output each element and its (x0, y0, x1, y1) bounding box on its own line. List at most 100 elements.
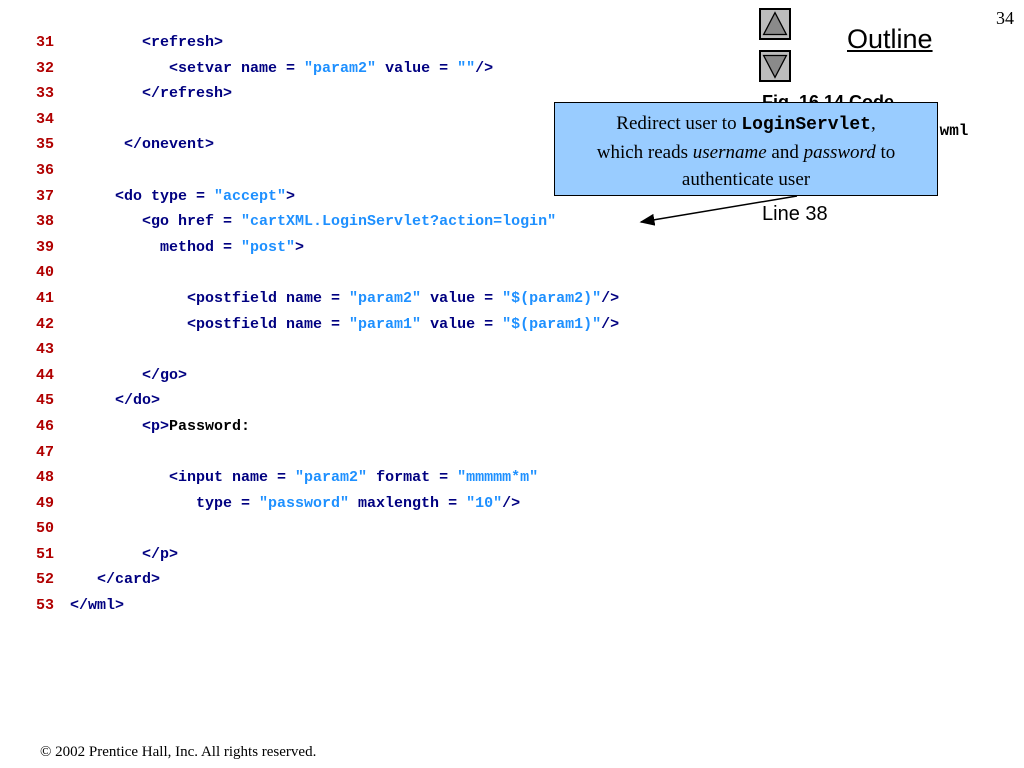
code-text: </p> (70, 545, 179, 563)
line-reference: Line 38 (762, 203, 828, 225)
code-text: <do type = (70, 187, 215, 205)
outline-up-button[interactable] (759, 8, 791, 40)
code-text: /> (601, 315, 620, 333)
callout-emphasis: password (803, 142, 876, 163)
code-text: "post" (241, 238, 296, 256)
page-number: 34 (996, 8, 1014, 28)
code-line: 46 <p>Password: (36, 414, 619, 440)
outline-link[interactable]: Outline (847, 24, 933, 54)
code-text: format = (367, 469, 458, 487)
code-text: "10" (466, 494, 503, 512)
code-text: <go href = (70, 213, 242, 231)
code-line: 47 (36, 440, 619, 466)
code-text: </onevent> (70, 136, 215, 154)
code-text: <refresh> (70, 34, 224, 51)
line-number: 50 (36, 520, 55, 538)
code-text: value = (421, 289, 503, 307)
code-line: 33 </refresh> (36, 81, 619, 107)
line-number: 42 (36, 315, 55, 333)
line-number: 43 (36, 341, 55, 359)
code-line: 40 (36, 260, 619, 286)
code-text: /> (502, 494, 521, 512)
code-text: <input name = (70, 469, 296, 487)
line-number: 46 (36, 417, 55, 435)
code-line: 48 <input name = "param2" format = "mmmm… (36, 465, 619, 491)
code-text: </do> (70, 392, 161, 410)
code-text: "param2" (295, 469, 368, 487)
code-text: </card> (70, 571, 161, 589)
code-text: Password: (169, 417, 251, 435)
code-text: method = (70, 238, 242, 256)
code-line: 44 </go> (36, 363, 619, 389)
triangle-down-icon (762, 54, 788, 79)
line-number: 41 (36, 289, 55, 307)
code-line: 52 </card> (36, 567, 619, 593)
callout-class-name: LoginServlet (741, 115, 871, 135)
callout-line-3: authenticate user (681, 169, 811, 190)
line-number: 47 (36, 443, 55, 461)
code-text: "" (457, 59, 476, 77)
line-number: 40 (36, 264, 55, 282)
code-line: 36 (36, 158, 619, 184)
code-text: <postfield name = (70, 315, 350, 333)
code-text: "$(param2)" (502, 289, 602, 307)
code-text: /> (601, 289, 620, 307)
code-text: type = (70, 494, 260, 512)
line-number: 31 (36, 34, 55, 51)
code-text: maxlength = (349, 494, 467, 512)
code-text: value = (376, 59, 458, 77)
line-number: 33 (36, 85, 55, 103)
code-text: > (295, 238, 305, 256)
outline-down-button[interactable] (759, 50, 791, 82)
callout-text: and (766, 142, 804, 163)
code-text: </refresh> (70, 85, 233, 103)
callout-text: Redirect user to (616, 113, 742, 134)
code-line: 50 (36, 516, 619, 542)
line-number: 32 (36, 59, 55, 77)
code-text: </wml> (70, 597, 125, 615)
line-number: 36 (36, 161, 55, 179)
code-line: 45 </do> (36, 388, 619, 414)
code-listing: 31 <refresh> 32 <setvar name = "param2" v… (36, 30, 619, 619)
code-text: <postfield name = (70, 289, 350, 307)
code-line: 39 method = "post"> (36, 235, 619, 261)
code-text: "param1" (349, 315, 422, 333)
line-number: 35 (36, 136, 55, 154)
code-line: 38 <go href = "cartXML.LoginServlet?acti… (36, 209, 619, 235)
callout-emphasis: username (692, 142, 767, 163)
triangle-up-icon (762, 11, 788, 36)
callout-text: which reads (596, 142, 693, 163)
code-text: <p> (70, 417, 170, 435)
line-number: 45 (36, 392, 55, 410)
code-text: </go> (70, 366, 188, 384)
callout-text: , (870, 113, 876, 134)
line-number: 44 (36, 366, 55, 384)
code-line: 42 <postfield name = "param1" value = "$… (36, 312, 619, 338)
code-line: 34 (36, 107, 619, 133)
code-line: 35 </onevent> (36, 132, 619, 158)
callout-line-2: which reads username and password to (555, 139, 937, 166)
code-text: "cartXML.LoginServlet?action=login" (241, 213, 557, 231)
code-text: "param2" (304, 59, 377, 77)
code-text: "$(param1)" (502, 315, 602, 333)
code-line: 43 (36, 337, 619, 363)
line-number: 37 (36, 187, 55, 205)
callout-line-1: Redirect user to LoginServlet, (555, 110, 937, 139)
code-line: 51 </p> (36, 542, 619, 568)
code-text: <setvar name = (70, 59, 305, 77)
line-number: 53 (36, 597, 55, 615)
code-text: /> (475, 59, 494, 77)
copyright-footer: © 2002 Prentice Hall, Inc. All rights re… (40, 744, 317, 760)
code-line: 53 </wml> (36, 593, 619, 619)
code-text: "mmmmm*m" (457, 469, 539, 487)
line-number: 52 (36, 571, 55, 589)
line-number: 34 (36, 110, 55, 128)
line-number: 39 (36, 238, 55, 256)
code-line: 37 <do type = "accept"> (36, 184, 619, 210)
callout-box: Redirect user to LoginServlet, which rea… (554, 102, 938, 196)
line-number: 38 (36, 213, 55, 231)
code-text: value = (421, 315, 503, 333)
code-line: 31 <refresh> (36, 30, 619, 56)
line-number: 51 (36, 545, 55, 563)
code-text: "accept" (214, 187, 287, 205)
